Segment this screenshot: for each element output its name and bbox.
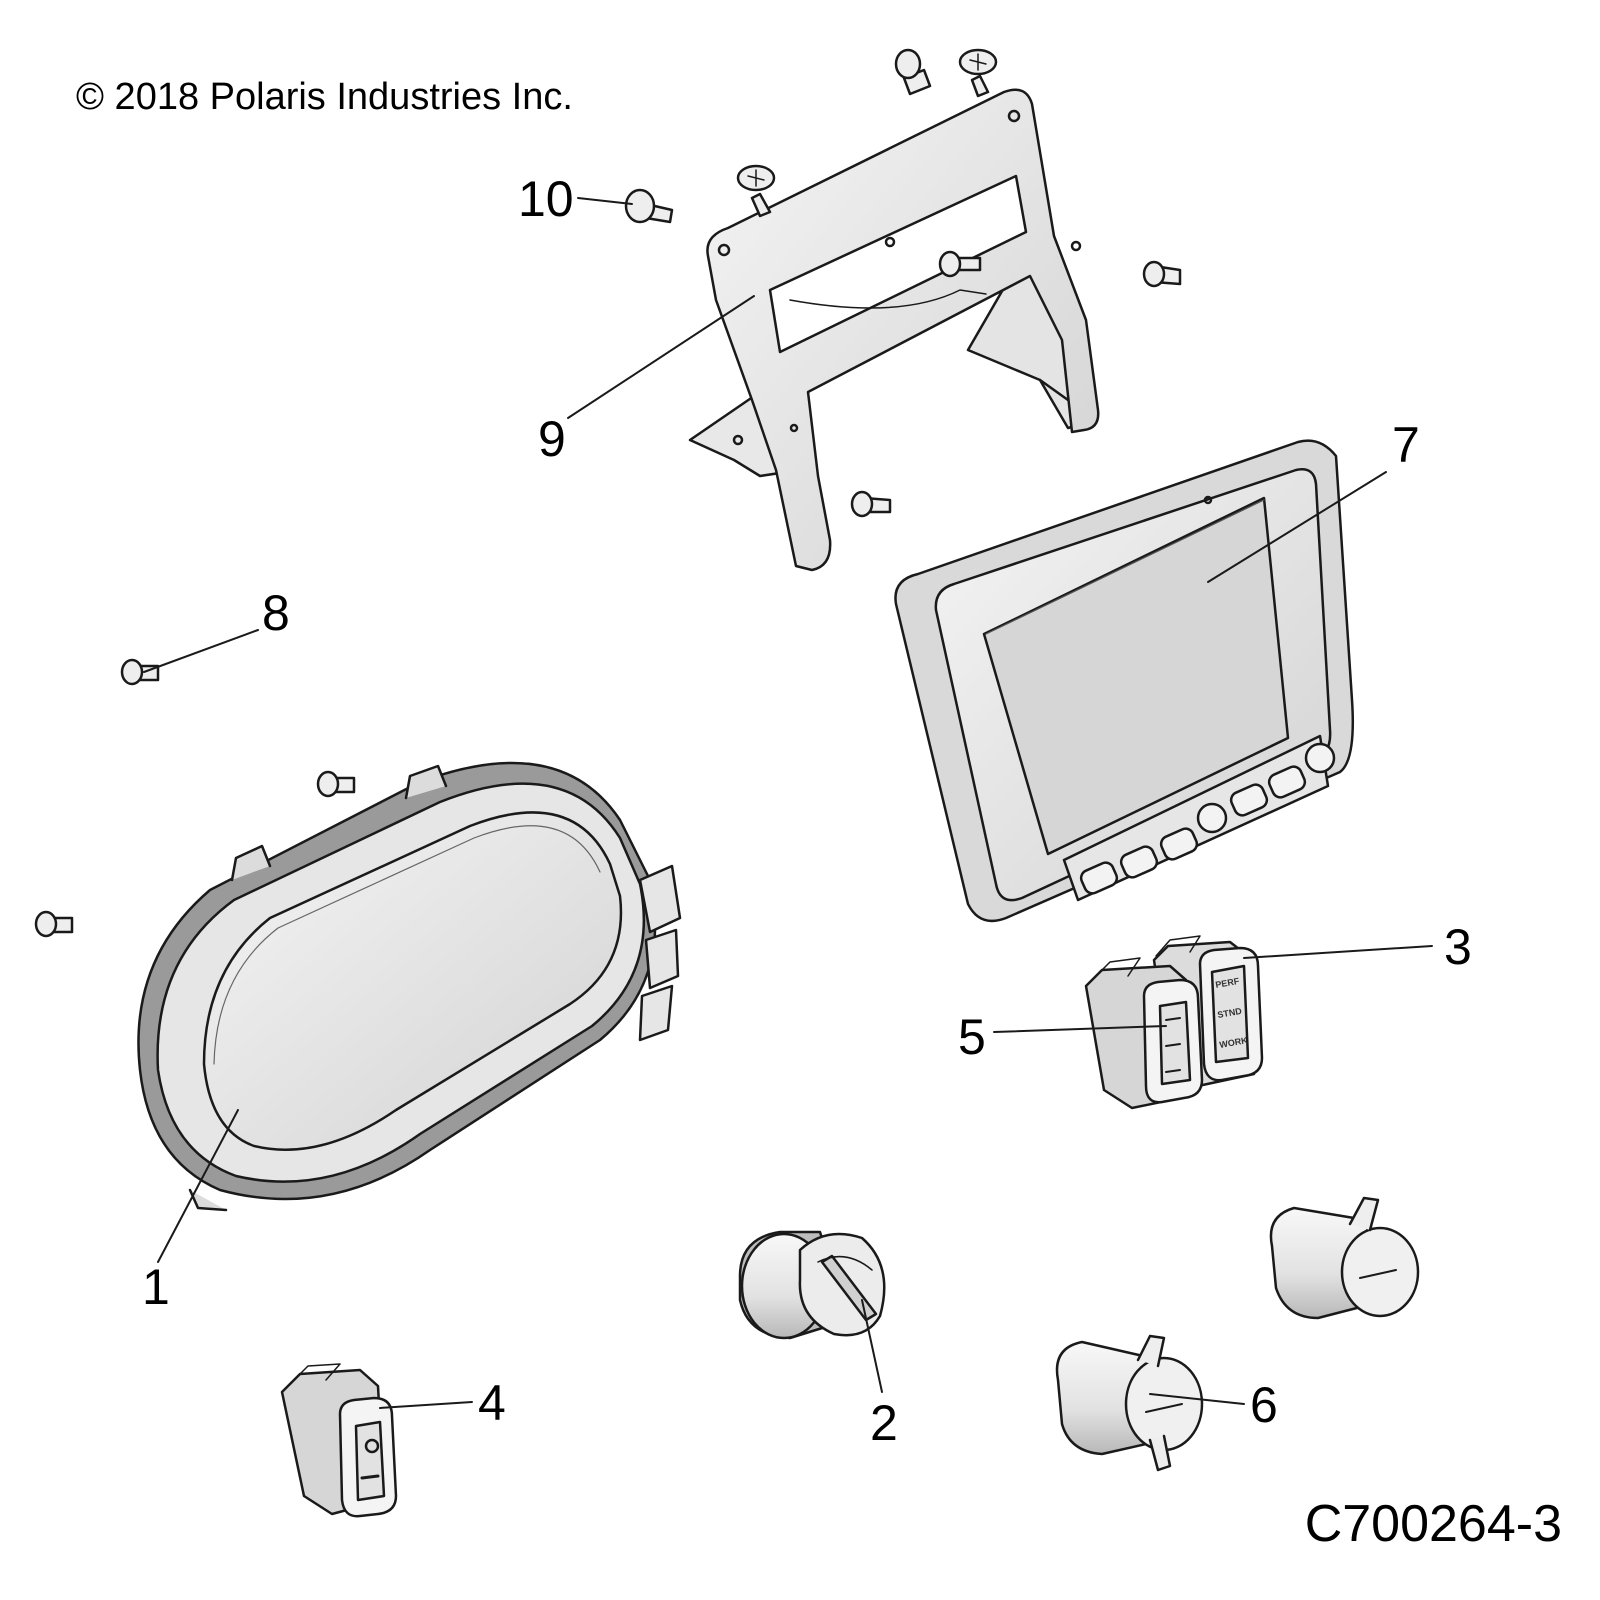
screw-item-10	[626, 190, 672, 222]
display-unit	[895, 441, 1352, 921]
display-button-6	[1267, 764, 1308, 800]
power-outlet-lower	[1057, 1336, 1202, 1470]
callout-6: 6	[1250, 1377, 1278, 1433]
drawing-number: C700264-3	[1304, 1495, 1562, 1553]
instrument-cluster	[138, 763, 680, 1210]
mode-switch-labels: PERF STND WORK	[1215, 976, 1249, 1050]
leader-8	[144, 630, 258, 672]
display-button-2	[1119, 844, 1160, 880]
screw-fasteners	[626, 50, 1180, 516]
leader-6	[1150, 1394, 1244, 1404]
screw-bracket-mid	[940, 252, 980, 276]
screw-top-left	[896, 50, 930, 94]
leader-1	[158, 1110, 238, 1262]
callout-2: 2	[870, 1395, 898, 1451]
rivet-lower	[36, 912, 72, 936]
leader-2	[862, 1300, 882, 1392]
power-outlet-upper	[1271, 1198, 1418, 1318]
callout-10: 10	[518, 171, 574, 227]
leader-lines	[144, 198, 1432, 1408]
leader-5	[994, 1026, 1166, 1032]
display-buttons	[1079, 744, 1334, 896]
screw-bracket-right	[1144, 262, 1180, 286]
rocker-switch-item-4	[282, 1364, 396, 1516]
screw-bracket-low	[852, 492, 890, 516]
rivet-middle	[318, 772, 354, 796]
leader-9	[568, 296, 754, 418]
callout-4: 4	[478, 1375, 506, 1431]
screw-upper	[738, 166, 774, 216]
power-button	[1198, 804, 1226, 832]
callout-9: 9	[538, 411, 566, 467]
callout-1: 1	[142, 1259, 170, 1315]
leader-7	[1208, 472, 1386, 582]
rivets	[36, 660, 354, 936]
callout-3: 3	[1444, 919, 1472, 975]
leader-10	[578, 198, 632, 204]
rivet-item-8	[122, 660, 158, 684]
callout-5: 5	[958, 1009, 986, 1065]
label-work: WORK	[1219, 1035, 1249, 1050]
copyright-notice: © 2018 Polaris Industries Inc.	[76, 76, 573, 118]
callout-8: 8	[262, 585, 290, 641]
display-button-7	[1306, 744, 1334, 772]
callout-7: 7	[1392, 417, 1420, 473]
mounting-bracket	[690, 90, 1098, 570]
screw-top-right	[960, 50, 996, 96]
ignition-switch	[740, 1232, 884, 1338]
display-button-1	[1079, 860, 1120, 896]
rocker-switch-item-5	[1086, 958, 1202, 1108]
display-button-3	[1159, 826, 1200, 862]
display-button-5	[1229, 782, 1270, 818]
label-perf: PERF	[1215, 976, 1241, 990]
label-stnd: STND	[1217, 1006, 1243, 1020]
leader-3	[1244, 946, 1432, 958]
leader-4	[380, 1402, 472, 1408]
